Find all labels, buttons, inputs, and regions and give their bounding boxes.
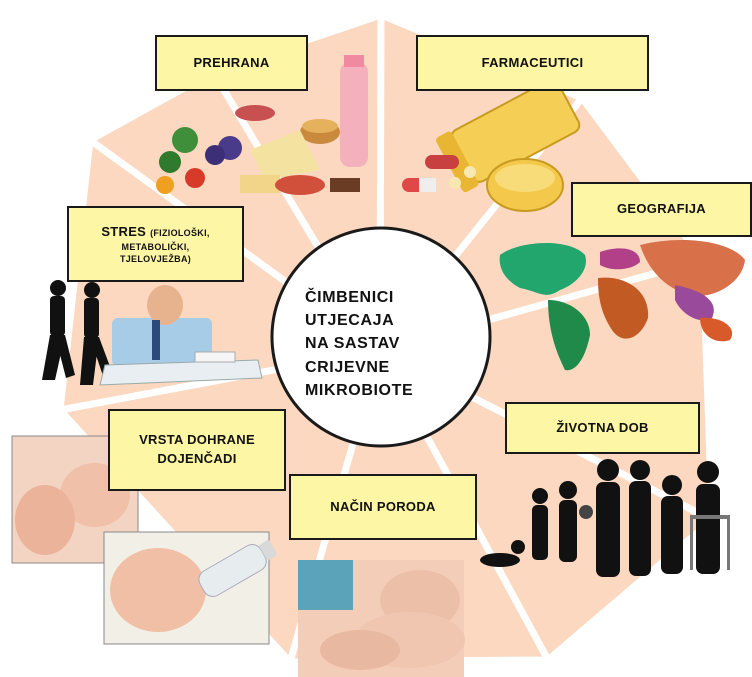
center-line-4: CRIJEVNE [305, 358, 390, 376]
label-nacin-poroda-text: NAČIN PORODA [330, 498, 436, 514]
stress-illustration [42, 280, 263, 386]
label-geografija-text: GEOGRAFIJA [617, 201, 706, 217]
label-vrsta-dohrane-line2: DOJENČADI [157, 451, 237, 466]
label-nacin-poroda: NAČIN PORODA [289, 474, 477, 540]
label-stres-line1: STRES (FIZIOLOŠKI, [101, 223, 209, 241]
label-farmaceutici-text: FARMACEUTICI [481, 54, 584, 70]
center-line-1: ČIMBENICI [305, 289, 394, 306]
label-prehrana-text: PREHRANA [193, 54, 270, 70]
label-stres: STRES (FIZIOLOŠKI, METABOLIČKI, TJELOVJE… [67, 206, 244, 282]
world-map-illustration [499, 240, 745, 371]
label-zivotna-dob: ŽIVOTNA DOB [505, 402, 700, 454]
label-farmaceutici: FARMACEUTICI [416, 35, 649, 91]
label-vrsta-dohrane: VRSTA DOHRANE DOJENČADI [108, 409, 286, 491]
ages-silhouettes [480, 459, 730, 577]
label-prehrana: PREHRANA [155, 35, 308, 91]
center-line-5: MIKROBIOTE [305, 381, 414, 399]
center-circle [270, 226, 492, 448]
label-zivotna-dob-text: ŽIVOTNA DOB [556, 419, 649, 435]
center-line-3: NA SASTAV [305, 335, 400, 353]
center-title: ČIMBENICI UTJECAJA NA SASTAV CRIJEVNE MI… [305, 286, 455, 402]
food-illustration [156, 55, 368, 195]
label-vrsta-dohrane-line1: VRSTA DOHRANE [139, 432, 255, 448]
pills-illustration [402, 78, 581, 212]
label-stres-detail-1: (FIZIOLOŠKI, [150, 228, 210, 239]
label-geografija: GEOGRAFIJA [571, 182, 752, 237]
label-stres-detail-2: METABOLIČKI, [121, 241, 190, 252]
center-line-2: UTJECAJA [305, 312, 395, 330]
label-stres-title: STRES [101, 224, 147, 240]
label-stres-detail-3: TJELOVJEŽBA) [119, 253, 192, 264]
newborn-photo [298, 560, 465, 677]
